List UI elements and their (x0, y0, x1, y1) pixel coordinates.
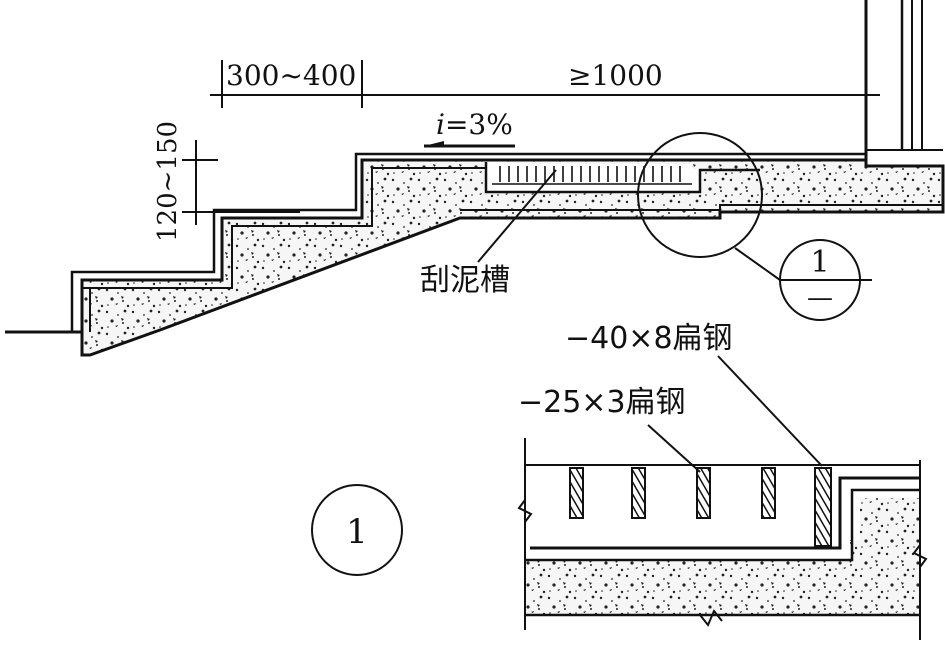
large-flat-steel-bar (814, 467, 832, 547)
detail-callout-sheet: — (807, 283, 833, 313)
large-steel-label: −40×8扁钢 (565, 321, 733, 356)
slab-underside-line (460, 204, 943, 211)
detail-title-number: 1 (346, 512, 368, 552)
detail-1-enlarged (517, 438, 928, 640)
detail-callout: 1 — (637, 132, 872, 321)
svg-text:i=3%: i=3% (436, 108, 513, 141)
dimension-lines (182, 60, 880, 225)
slope-indicator: i=3% (424, 108, 515, 148)
detail-callout-number: 1 (810, 245, 829, 280)
small-steel-label: −25×3扁钢 (518, 385, 686, 420)
slope-value: =3% (445, 108, 513, 141)
wall-lines (864, 0, 943, 160)
tread-depth-dimension: 300~400 (226, 59, 356, 92)
riser-height-dimension: 120~150 (153, 121, 183, 242)
stair-concrete-body (80, 158, 945, 357)
detail-concrete (525, 498, 920, 615)
detail-1-title: 1 (311, 484, 403, 576)
stair-finish-line (82, 167, 486, 332)
landing-width-dimension: ≥1000 (568, 59, 663, 92)
small-steel-leader (647, 424, 701, 473)
mud-groove-label: 刮泥槽 (420, 263, 510, 298)
slope-symbol: i (436, 108, 445, 141)
small-flat-steel-bar (696, 467, 711, 519)
mud-groove-leader (477, 169, 557, 263)
small-flat-steel-bars (569, 467, 776, 519)
groove-grating (499, 166, 681, 182)
groove-void (492, 164, 692, 184)
small-flat-steel-bar (761, 467, 776, 519)
small-flat-steel-bar (631, 467, 646, 519)
stair-outer-finish (70, 152, 866, 332)
large-steel-leader (717, 355, 823, 467)
stair-section (5, 0, 945, 357)
small-flat-steel-bar (569, 467, 584, 519)
